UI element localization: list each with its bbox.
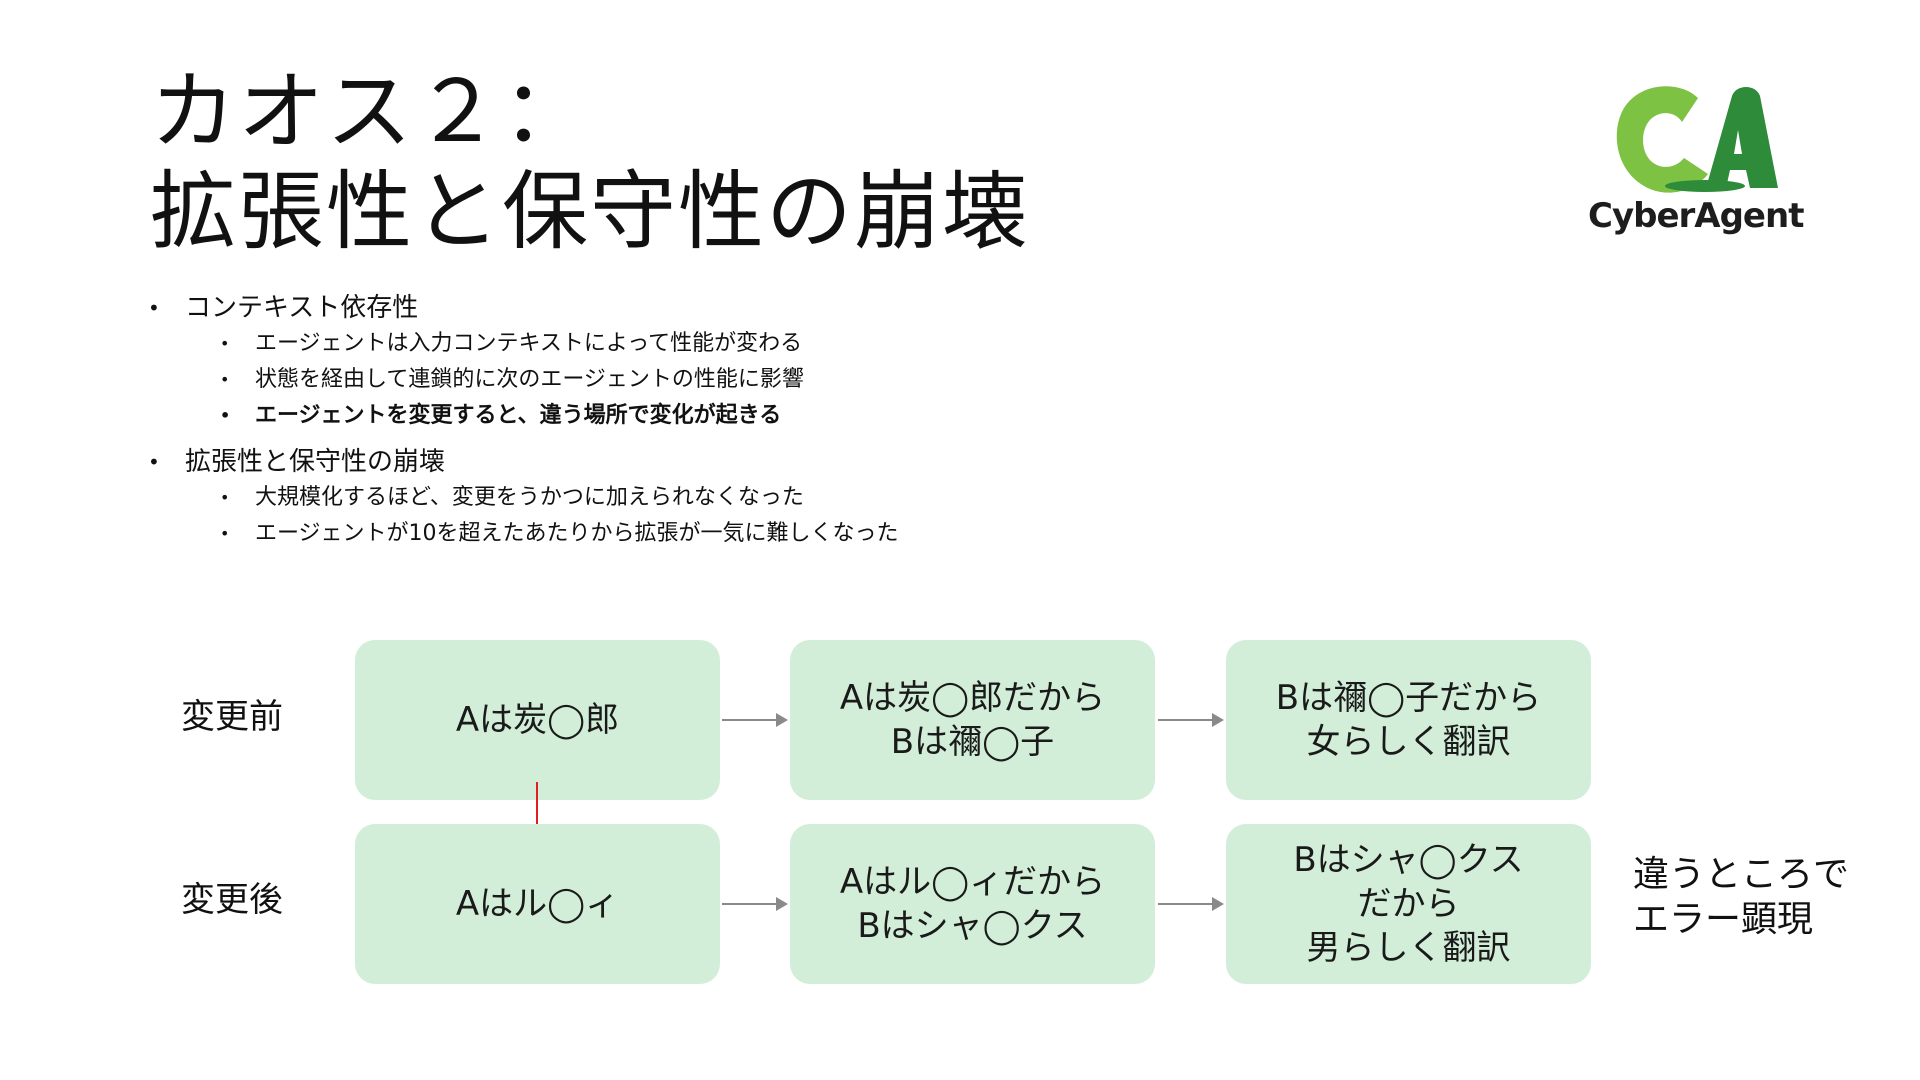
box-text: Aはル◯ィだから Bはシャ◯クス [839, 862, 1106, 946]
after-label: 変更後 [181, 880, 283, 920]
slide-title: カオス２： 拡張性と保守性の崩壊 [150, 62, 1030, 262]
after-box-2: Aはル◯ィだから Bはシャ◯クス [790, 824, 1155, 984]
box-text: Bはシャ◯クス だから 男らしく翻訳 [1293, 840, 1524, 968]
cyberagent-ca-logo-icon [1616, 86, 1778, 193]
bullet-item: 拡張性と保守性の崩壊 [148, 444, 1248, 480]
logo-wordmark: CyberAgent [1588, 196, 1804, 236]
bullet-list: コンテキスト依存性 エージェントは入力コンテキストによって性能が変わる 状態を経… [148, 290, 1248, 552]
sub-bullet-item-emphasis: エージェントを変更すると、違う場所で変化が起きる [148, 398, 1248, 434]
box-text: Aはル◯ィ [455, 884, 620, 924]
box-text: Bは禰◯子だから 女らしく翻訳 [1275, 678, 1542, 762]
before-box-2: Aは炭◯郎だから Bは禰◯子 [790, 640, 1155, 800]
flow-arrow [1158, 713, 1224, 727]
flow-arrow [722, 897, 788, 911]
sub-bullet-item: 大規模化するほど、変更をうかつに加えられなくなった [148, 480, 1248, 516]
sub-bullet-item: 状態を経由して連鎖的に次のエージェントの性能に影響 [148, 362, 1248, 398]
slide-title-line2: 拡張性と保守性の崩壊 [150, 162, 1030, 262]
error-note: 違うところで エラー顕現 [1633, 854, 1850, 940]
box-text: Aは炭◯郎だから Bは禰◯子 [839, 678, 1106, 762]
bullet-item: コンテキスト依存性 [148, 290, 1248, 326]
slide-title-line1: カオス２： [150, 62, 590, 162]
before-label: 変更前 [181, 697, 283, 737]
flow-arrow [722, 713, 788, 727]
before-box-3: Bは禰◯子だから 女らしく翻訳 [1226, 640, 1591, 800]
bullet-group: 拡張性と保守性の崩壊 大規模化するほど、変更をうかつに加えられなくなった エージ… [148, 444, 1248, 552]
before-box-1: Aは炭◯郎 [355, 640, 720, 800]
flow-arrow [1158, 897, 1224, 911]
sub-bullet-item: エージェントは入力コンテキストによって性能が変わる [148, 326, 1248, 362]
bullet-group: コンテキスト依存性 エージェントは入力コンテキストによって性能が変わる 状態を経… [148, 290, 1248, 434]
after-box-3: Bはシャ◯クス だから 男らしく翻訳 [1226, 824, 1591, 984]
sub-bullet-item: エージェントが10を超えたあたりから拡張が一気に難しくなった [148, 516, 1248, 552]
box-text: Aは炭◯郎 [455, 700, 620, 740]
after-box-1: Aはル◯ィ [355, 824, 720, 984]
cyberagent-logo: CyberAgent [1588, 78, 1804, 248]
